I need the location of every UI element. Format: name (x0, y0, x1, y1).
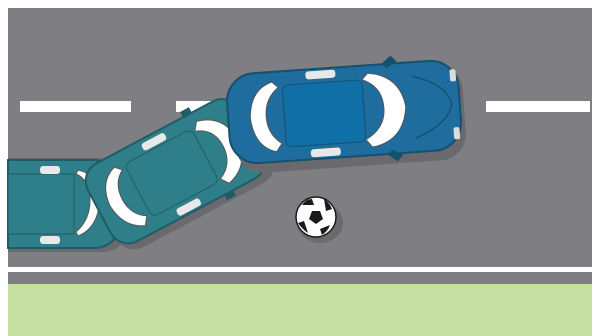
back-car-seat (40, 236, 60, 244)
back-car-roof (8, 174, 74, 234)
front-car-headlight (449, 69, 456, 81)
lane-dash (20, 101, 131, 112)
lane-dash (486, 101, 590, 112)
front-car-roof (282, 80, 366, 147)
road-edge-line (8, 267, 592, 272)
back-car-seat (40, 166, 60, 174)
grass-verge (8, 284, 592, 336)
front-car-headlight (453, 127, 460, 139)
